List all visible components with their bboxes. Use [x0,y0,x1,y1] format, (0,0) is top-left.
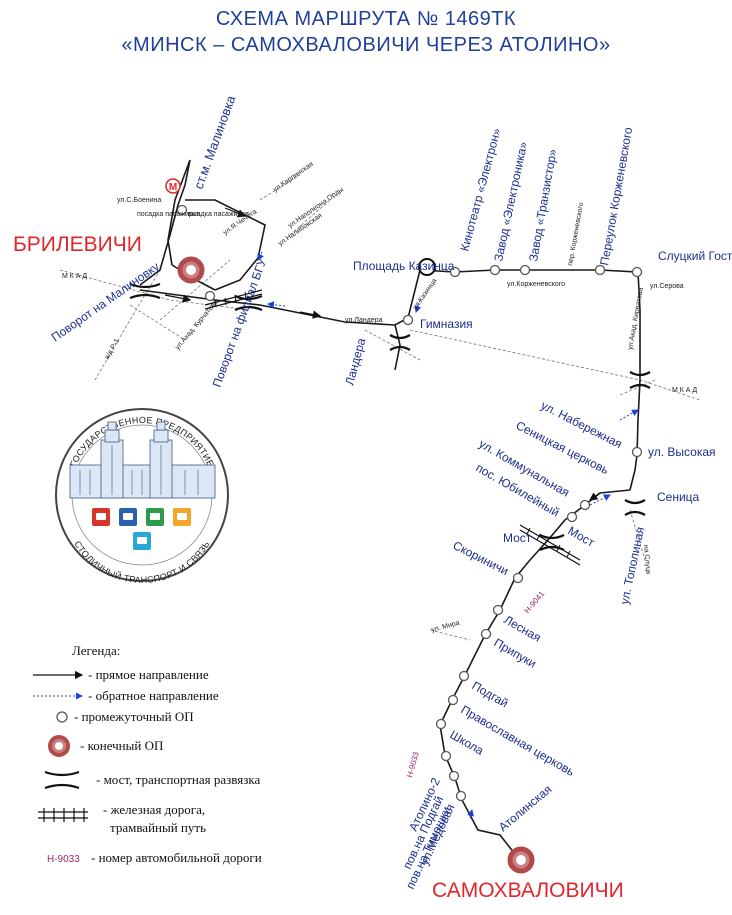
stop-label-landera: Ландера [342,336,368,386]
road-number-h9041: Н-9041 [523,589,547,615]
legend-bridge-symbol [44,770,80,790]
rail-lines [204,289,581,566]
street-label-kurchatova: ул.Акад. Курчатова [174,299,219,351]
street-label-rp1: а/д Р-1 [104,338,121,361]
legend-reverse-text: - обратное направление [88,688,219,703]
organization-emblem: ГОСУДАРСТВЕННОЕ ПРЕДПРИЯТИЕ СТОЛИЧНЫЙ ТР… [55,408,229,585]
kazintsa-node [418,258,436,276]
stop-label-zavod-tranzistor: Завод «Транзистор» [526,148,560,263]
legend: Легенда: - прямое направление - обратное… [33,643,262,865]
stop-label-vysokaya: ул. Высокая [648,445,716,459]
stop-label-gymnasium: Гимназия [420,317,473,331]
terminal-stops [177,256,535,874]
intermediate-stops [176,204,643,802]
stop-label-school: Школа [448,727,487,758]
building-windows [79,445,199,495]
stop-label-povorot-bgu: Поворот на филиал БГУ [210,256,270,389]
street-label-karlinskaya: ул.Карлинская [272,161,315,194]
reverse-arrows [257,251,639,819]
stop-label-korzhenevsky: Переулок Корженевского [597,126,635,267]
terminal-start-label: БРИЛЕВИЧИ [13,233,142,256]
legend-intermediate-symbol [56,711,68,723]
stop-label-most: Мост [503,531,532,545]
street-label-boenina: ул.С.Боенина [117,197,161,204]
stop-label-senitsa: Сеница [657,490,700,504]
road-number-h9033: Н-9033 [405,750,421,778]
street-label-na-slutsk: на Слуцк [642,545,652,576]
stop-label-podgay: Подгай [470,678,511,710]
metro-icon [165,178,181,194]
legend-forward-text: - прямое направление [88,667,209,682]
street-label-kirvatova: ул.Акад. Кирватова [627,287,645,350]
stop-label-atolinskaya: Атолинская [496,782,554,834]
terminal-end-label: САМОХВАЛОВИЧИ [432,879,624,902]
legend-rail-text-2: трамвайный путь [110,820,206,835]
stop-label-kazintsa: Площадь Казинца [353,259,455,273]
street-label-mkad2: М К А Д [672,387,697,394]
page-subtitle: «МИНСК – САМОХВАЛОВИЧИ ЧЕРЕЗ АТОЛИНО» [121,34,611,56]
stop-label-malinovka: ст.м. Малиновка [191,93,239,191]
stop-label-topolinaya: ул. Тополиная [617,526,647,606]
street-label-mira: ул. Мира [431,620,461,634]
street-label-kazintsa: ул.Казинца [412,277,439,311]
street-label-korzhenevskogo-lane: пер. Корженевского [567,202,585,266]
legend-road-number-text: - номер автомобильной дороги [91,850,262,865]
street-label-vysadka: выадка пасажиров [188,211,249,218]
street-label-posadka: посадка пасажиров [137,211,201,218]
legend-rail-symbol [38,808,88,822]
transport-tiles [92,508,191,550]
stop-label-zavod-elektronika: Завод «Электроника» [491,140,530,262]
street-label-korzhenevskogo: ул.Корженевского [507,281,565,288]
legend-road-number-sample: Н-9033 [47,854,80,865]
legend-intermediate-text: - промежуточный ОП [74,709,194,724]
street-label-landera: ул.Ландера [345,317,383,324]
legend-bridge-text: - мост, транспортная развязка [96,772,260,787]
page-title: СХЕМА МАРШРУТА № 1469ТК [215,8,517,30]
stop-label-skorinichi: Скориничи [451,538,511,578]
legend-title: Легенда: [72,643,120,658]
street-label-mkad1: М К А Д [62,273,87,280]
stop-label-most2: Мост [566,523,598,550]
forward-arrows [164,207,601,501]
legend-rail-text-1: - железная дорога, [103,802,205,817]
stop-label-slutsky: Слуцкий Гостинец [658,249,732,263]
street-label-serova: ул.Серова [650,283,684,290]
rail-ties [214,291,571,558]
building-icon [69,421,216,499]
legend-terminal-text: - конечный ОП [80,738,163,753]
metro-badge: М [169,182,177,193]
